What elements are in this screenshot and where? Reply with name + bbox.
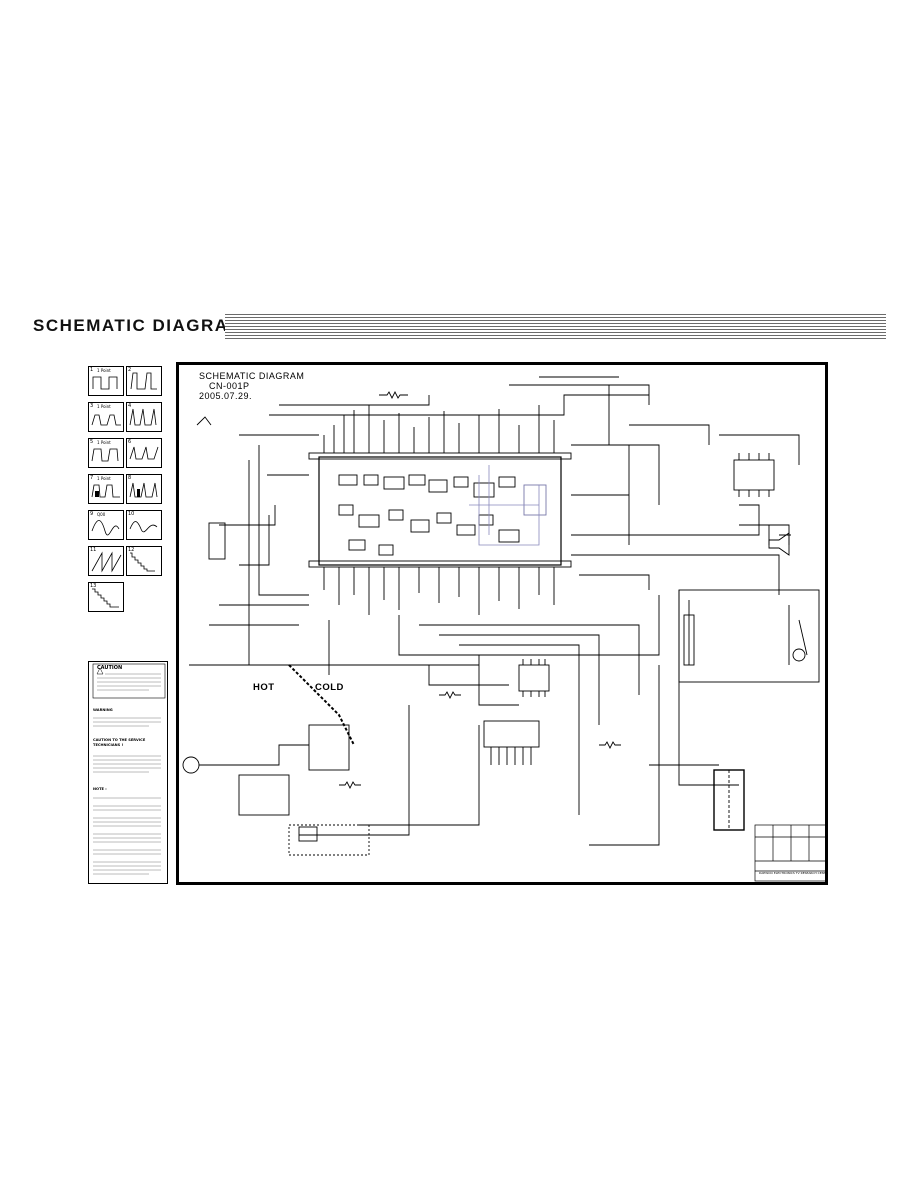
header-rule-lines <box>225 314 886 340</box>
note-heading: NOTE : <box>93 787 107 791</box>
schematic-frame: SCHEMATIC DIAGRAM CN-001P 2005.07.29. <box>176 362 828 885</box>
warning-heading: WARNING <box>93 708 113 712</box>
schematic-wiring <box>182 376 825 882</box>
waveform-10: 10 <box>126 510 162 540</box>
diagram-date: 2005.07.29. <box>199 391 253 401</box>
hot-side-label: HOT <box>253 682 275 693</box>
title-block-footer: DAEWOO ELECTRONICS TV RESEARCH CENTER <box>759 871 828 875</box>
page-title: SCHEMATIC DIAGRAM <box>33 316 245 335</box>
waveform-9: 9 Q00 <box>88 510 124 540</box>
cold-side-label: COLD <box>315 682 344 693</box>
diagram-title: SCHEMATIC DIAGRAM <box>199 371 305 381</box>
waveform-number: 2 <box>128 367 132 373</box>
waveform-label: 1 Point <box>97 476 111 481</box>
waveform-13: 13 <box>88 582 124 612</box>
waveform-8: 8 <box>126 474 162 504</box>
waveform-label: 1 Point <box>97 440 111 445</box>
caution-notes-box: CAUTION WARNING CAUTION TO THE SERVICE T… <box>88 661 168 884</box>
waveform-number: 4 <box>128 403 132 409</box>
waveform-number: 3 <box>90 403 94 409</box>
waveform-number: 12 <box>128 547 135 553</box>
waveform-label: 1 Point <box>97 368 111 373</box>
service-heading: CAUTION TO THE SERVICE TECHNICIANS ! <box>93 738 146 747</box>
waveform-6: 6 <box>126 438 162 468</box>
waveform-number: 7 <box>90 475 94 481</box>
page-header: SCHEMATIC DIAGRAM <box>33 314 886 340</box>
waveform-number: 6 <box>128 439 132 445</box>
waveform-1: 1 1 Point <box>88 366 124 396</box>
waveform-number: 5 <box>90 439 94 445</box>
caution-heading: CAUTION <box>97 665 123 671</box>
waveform-panel: 1 1 Point 2 3 1 Point 4 5 1 Point 6 7 1 … <box>88 366 164 622</box>
waveform-7: 7 1 Point <box>88 474 124 504</box>
diagram-title-block: SCHEMATIC DIAGRAM CN-001P 2005.07.29. <box>199 371 304 401</box>
waveform-label: Q00 <box>97 512 106 517</box>
waveform-number: 1 <box>90 367 94 373</box>
waveform-4: 4 <box>126 402 162 432</box>
waveform-5: 5 1 Point <box>88 438 124 468</box>
waveform-number: 9 <box>90 511 94 517</box>
waveform-11: 11 <box>88 546 124 576</box>
waveform-12: 12 <box>126 546 162 576</box>
waveform-number: 13 <box>90 583 97 589</box>
waveform-3: 3 1 Point <box>88 402 124 432</box>
waveform-2: 2 <box>126 366 162 396</box>
waveform-label: 1 Point <box>97 404 111 409</box>
waveform-number: 10 <box>128 511 135 517</box>
waveform-number: 8 <box>128 475 132 481</box>
diagram-model: CN-001P <box>209 381 250 391</box>
waveform-number: 11 <box>90 547 97 553</box>
